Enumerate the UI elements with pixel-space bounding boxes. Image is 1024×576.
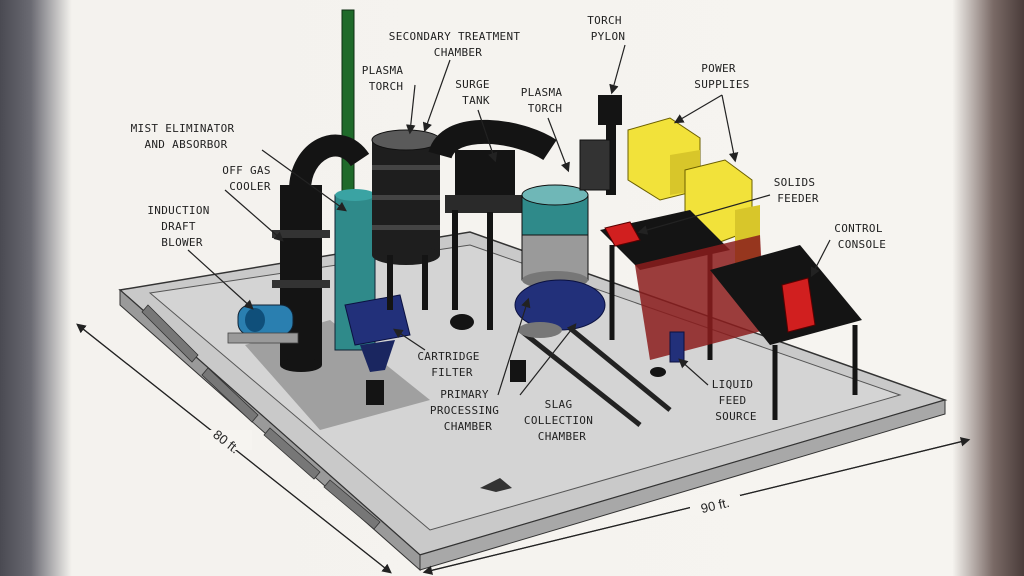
label-primary-chamber: PRIMARY PROCESSING CHAMBER (430, 388, 506, 433)
induction-draft-blower (227, 304, 299, 344)
label-power-supplies: POWER SUPPLIES (694, 62, 749, 91)
surge-tank (428, 119, 557, 330)
label-control-console: CONTROL CONSOLE (834, 222, 889, 251)
label-slag-chamber: SLAG COLLECTION CHAMBER (524, 398, 600, 443)
leader-lines (187, 44, 831, 396)
torch-pylon (579, 95, 622, 195)
width-label-bg (690, 495, 740, 515)
label-solids-feeder: SOLIDS FEEDER (774, 176, 822, 205)
label-secondary-treatment: SECONDARY TREATMENT CHAMBER (389, 30, 527, 59)
primary-processing-chamber (510, 184, 606, 382)
label-plasma-torch-right: PLASMA TORCH (521, 86, 569, 115)
dimension-width: 90 ft. (699, 495, 731, 516)
label-cartridge-filter: CARTRIDGE FILTER (417, 350, 486, 379)
label-torch-pylon: TORCH PYLON (587, 14, 629, 43)
power-supplies (627, 117, 760, 265)
label-induction-blower: INDUCTION DRAFT BLOWER (147, 204, 216, 249)
label-off-gas-cooler: OFF GAS COOLER (222, 164, 277, 193)
liquid-feed-source (650, 331, 685, 377)
labels: SECONDARY TREATMENT CHAMBER PLASMA TORCH… (131, 14, 889, 443)
label-mist-eliminator: MIST ELIMINATOR AND ABSORBOR (131, 122, 242, 151)
label-surge-tank: SURGE TANK (455, 78, 497, 107)
secondary-treatment-chamber (371, 129, 441, 310)
north-arrow-icon (480, 478, 512, 492)
label-plasma-torch-left: PLASMA TORCH (362, 64, 410, 93)
depth-label-bg (200, 430, 252, 450)
label-liquid-feed: LIQUID FEED SOURCE (712, 378, 760, 423)
exhaust-stack (341, 9, 355, 211)
control-console (710, 245, 862, 420)
